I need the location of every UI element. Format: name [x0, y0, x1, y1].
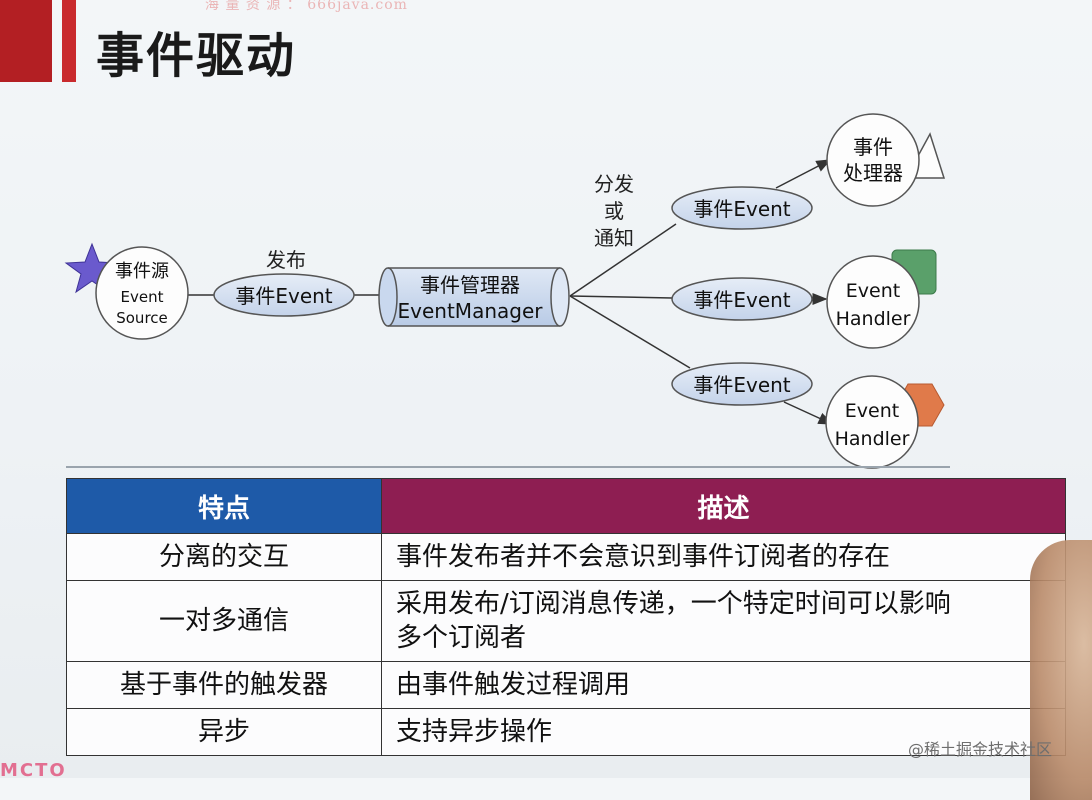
- handler-top-label-1: 事件: [853, 135, 893, 159]
- table-header-row: 特点 描述: [66, 478, 1066, 534]
- event-driven-diagram: 事件源 Event Source 发布 事件Event 事件管理器 EventM…: [64, 113, 946, 469]
- connector-manager-event-top: [569, 223, 677, 297]
- handler-bottom-label-1: Event: [845, 400, 899, 422]
- dispatch-label-1: 分发: [594, 172, 634, 196]
- description-cell: 事件发布者并不会意识到事件订阅者的存在: [381, 533, 1066, 581]
- description-line: 支持异步操作: [396, 717, 553, 747]
- table-row: 基于事件的触发器 由事件触发过程调用: [66, 661, 1066, 709]
- handler-node-bottom: [825, 375, 919, 469]
- column-header-description: 描述: [381, 478, 1066, 534]
- handler-mid-label-2: Handler: [836, 308, 911, 330]
- event-label-bottom: 事件Event: [693, 373, 790, 397]
- presenter-figure: [1030, 540, 1092, 800]
- event-ellipse-publish: [213, 273, 355, 317]
- feature-cell: 分离的交互: [66, 533, 382, 581]
- handler-node-top: [826, 113, 920, 207]
- handler-bottom-label-2: Handler: [835, 428, 910, 450]
- arrow-to-handler-top: [775, 159, 832, 189]
- description-line: 由事件触发过程调用: [396, 670, 631, 700]
- footer-watermark: @稀土掘金技术社区: [908, 740, 1053, 759]
- event-ellipse-top: [671, 186, 813, 230]
- dispatch-label-2: 或: [604, 199, 624, 223]
- feature-cell: 一对多通信: [66, 580, 382, 662]
- event-ellipse-mid: [671, 277, 813, 321]
- connector-manager-event-bottom: [569, 295, 691, 369]
- description-line: 事件发布者并不会意识到事件订阅者的存在: [396, 542, 891, 572]
- title-accent-bar: [0, 0, 52, 82]
- event-source-label-source: Source: [116, 309, 168, 327]
- column-header-feature: 特点: [66, 478, 382, 534]
- event-manager-label-en: EventManager: [398, 299, 544, 323]
- table-row: 一对多通信 采用发布/订阅消息传递，一个特定时间可以影响 多个订阅者: [66, 580, 1066, 662]
- page-title: 事件驱动: [96, 28, 297, 84]
- handler-mid-label-1: Event: [846, 280, 900, 302]
- description-line: 采用发布/订阅消息传递，一个特定时间可以影响: [396, 589, 951, 619]
- feature-cell: 基于事件的触发器: [66, 661, 382, 709]
- section-divider: [66, 466, 950, 468]
- table-row: 异步 支持异步操作: [66, 708, 1066, 756]
- title-accent-bar-thin: [62, 0, 76, 82]
- arrow-to-handler-bottom: [783, 401, 834, 425]
- event-ellipse-bottom: [671, 362, 813, 406]
- publish-label: 发布: [266, 248, 306, 272]
- description-cell: 支持异步操作: [381, 708, 1066, 756]
- event-source-label-cn: 事件源: [115, 261, 169, 282]
- handler-node-mid: [826, 255, 920, 349]
- event-source-label-event: Event: [121, 288, 164, 306]
- dispatch-label-3: 通知: [594, 226, 634, 250]
- table-row: 分离的交互 事件发布者并不会意识到事件订阅者的存在: [66, 533, 1066, 581]
- watermark-top: 海 量 资 源 ： 666java.com: [205, 0, 408, 13]
- event-label-publish: 事件Event: [235, 284, 332, 308]
- feature-cell: 异步: [66, 708, 382, 756]
- features-table: 特点 描述 分离的交互 事件发布者并不会意识到事件订阅者的存在 一对多通信 采用…: [66, 478, 1066, 756]
- event-label-top: 事件Event: [693, 197, 790, 221]
- description-line-2: 多个订阅者: [396, 623, 527, 653]
- description-cell: 由事件触发过程调用: [381, 661, 1066, 709]
- event-source-node: [95, 246, 189, 340]
- event-manager-node: [378, 267, 570, 327]
- connector-manager-event-mid: [569, 295, 673, 299]
- event-manager-label-cn: 事件管理器: [420, 273, 520, 297]
- bottom-logo: MCTO: [0, 760, 67, 781]
- event-label-mid: 事件Event: [693, 288, 790, 312]
- handler-top-label-2: 处理器: [843, 161, 903, 185]
- description-cell: 采用发布/订阅消息传递，一个特定时间可以影响 多个订阅者: [381, 580, 1066, 662]
